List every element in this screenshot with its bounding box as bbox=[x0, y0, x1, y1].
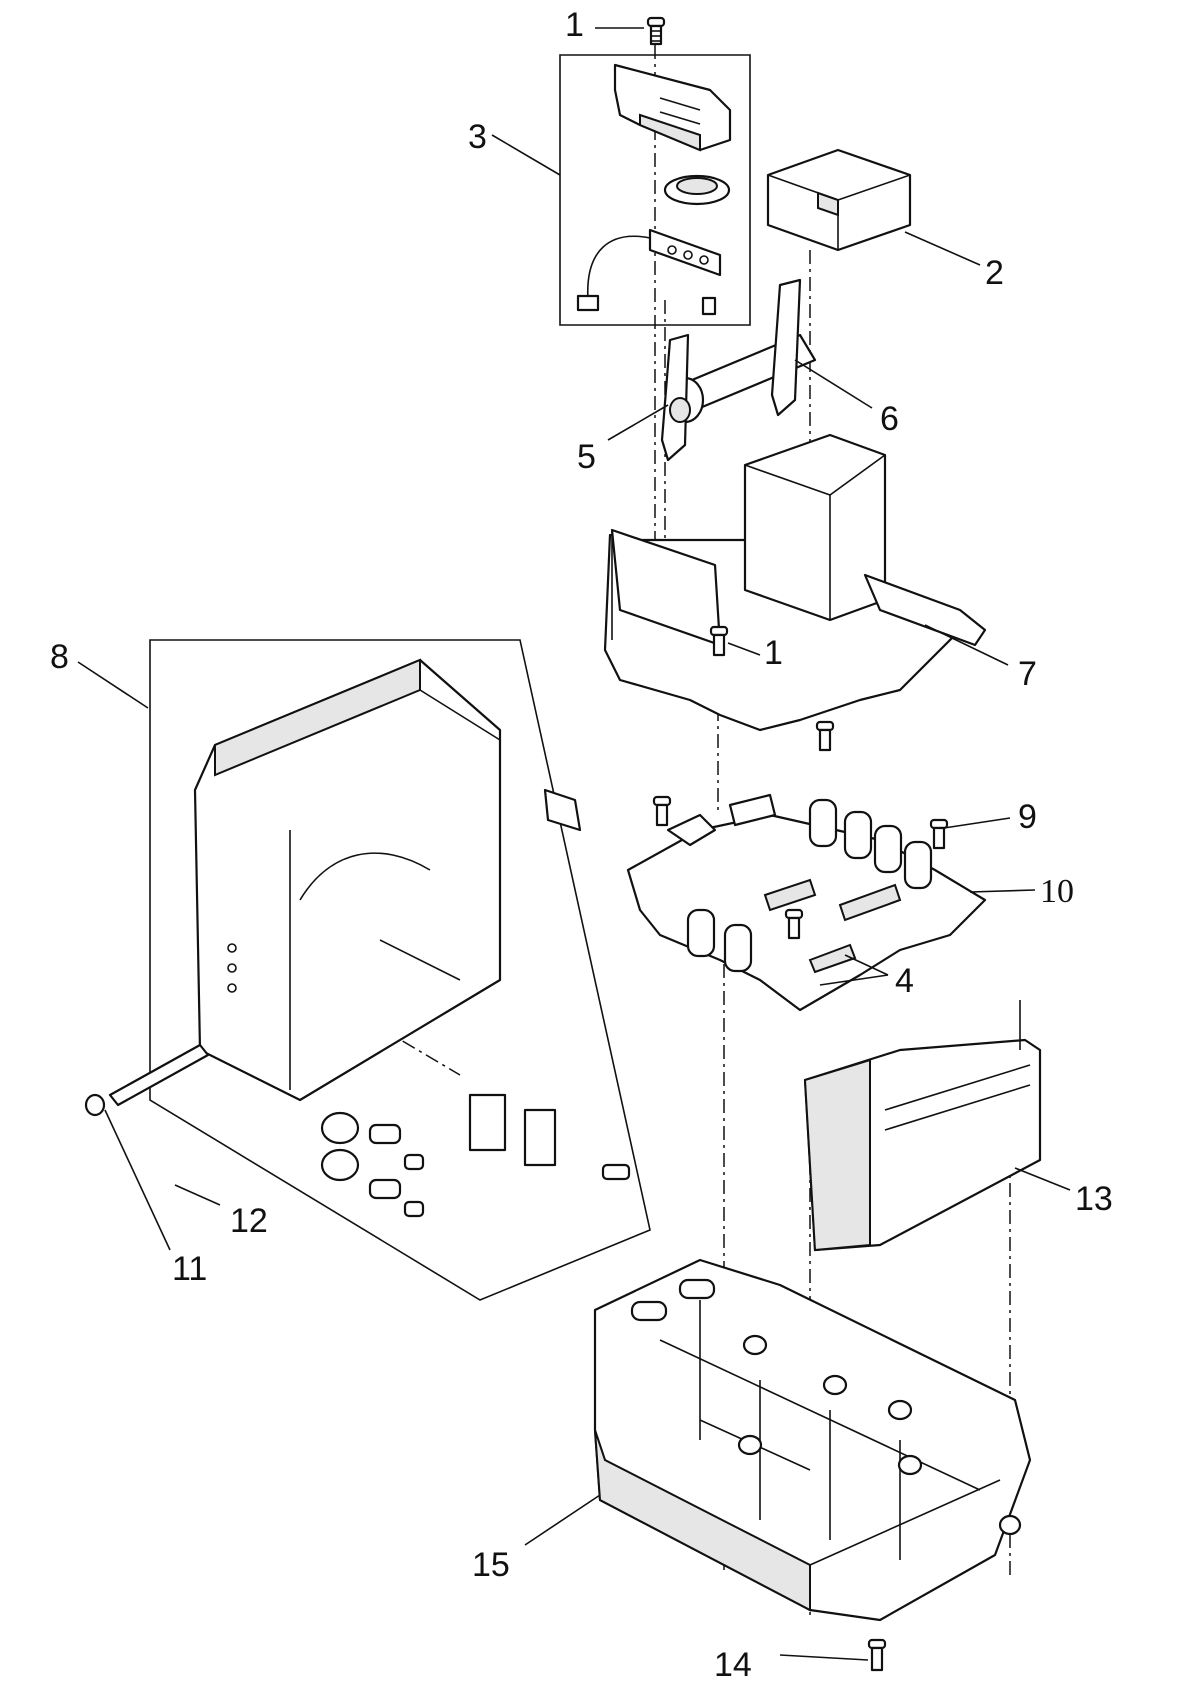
cap-part-11 bbox=[84, 1093, 106, 1117]
base-tray-part-15 bbox=[593, 1258, 1032, 1622]
circuit-board-part-10 bbox=[626, 793, 987, 1012]
screw-part-14 bbox=[867, 1638, 887, 1672]
board-screws-part-9 bbox=[652, 720, 949, 940]
callout-label-6: 6 bbox=[880, 400, 899, 438]
callout-label-11: 11 bbox=[172, 1250, 207, 1288]
screw-part-1-chassis bbox=[709, 625, 729, 657]
callout-label-15: 15 bbox=[472, 1546, 510, 1584]
callout-label-5: 5 bbox=[577, 438, 596, 476]
knobs-springs bbox=[320, 1111, 631, 1218]
callout-label-8: 8 bbox=[50, 638, 69, 676]
switch-assembly-part-3 bbox=[559, 54, 751, 326]
guide-panel-part-13 bbox=[803, 1000, 1042, 1252]
callout-label-3: 3 bbox=[468, 118, 487, 156]
callout-label-4: 4 bbox=[895, 962, 914, 1000]
housing-cover-part-8 bbox=[149, 639, 651, 1301]
callout-label-14: 14 bbox=[714, 1646, 752, 1684]
callout-labels: 1 2 3 5 6 1 7 8 9 10 4 13 12 11 15 14 bbox=[50, 6, 1113, 1684]
callout-label-10: 10 bbox=[1040, 873, 1074, 910]
shaft-part-12 bbox=[108, 1043, 210, 1107]
callout-label-2: 2 bbox=[985, 254, 1004, 292]
callout-label-13: 13 bbox=[1075, 1180, 1113, 1218]
roll-holder-parts-5-6 bbox=[660, 278, 817, 462]
callout-label-1-top: 1 bbox=[565, 6, 584, 44]
cover-block-part-2 bbox=[766, 148, 912, 252]
callout-label-12: 12 bbox=[230, 1202, 268, 1240]
leader-lines bbox=[77, 27, 1071, 1661]
callout-label-1-chassis: 1 bbox=[764, 634, 783, 672]
callout-label-7: 7 bbox=[1018, 655, 1037, 693]
chassis-plate-part-7 bbox=[603, 433, 987, 732]
screw-part-1-top bbox=[646, 16, 666, 46]
callout-label-9: 9 bbox=[1018, 798, 1037, 836]
